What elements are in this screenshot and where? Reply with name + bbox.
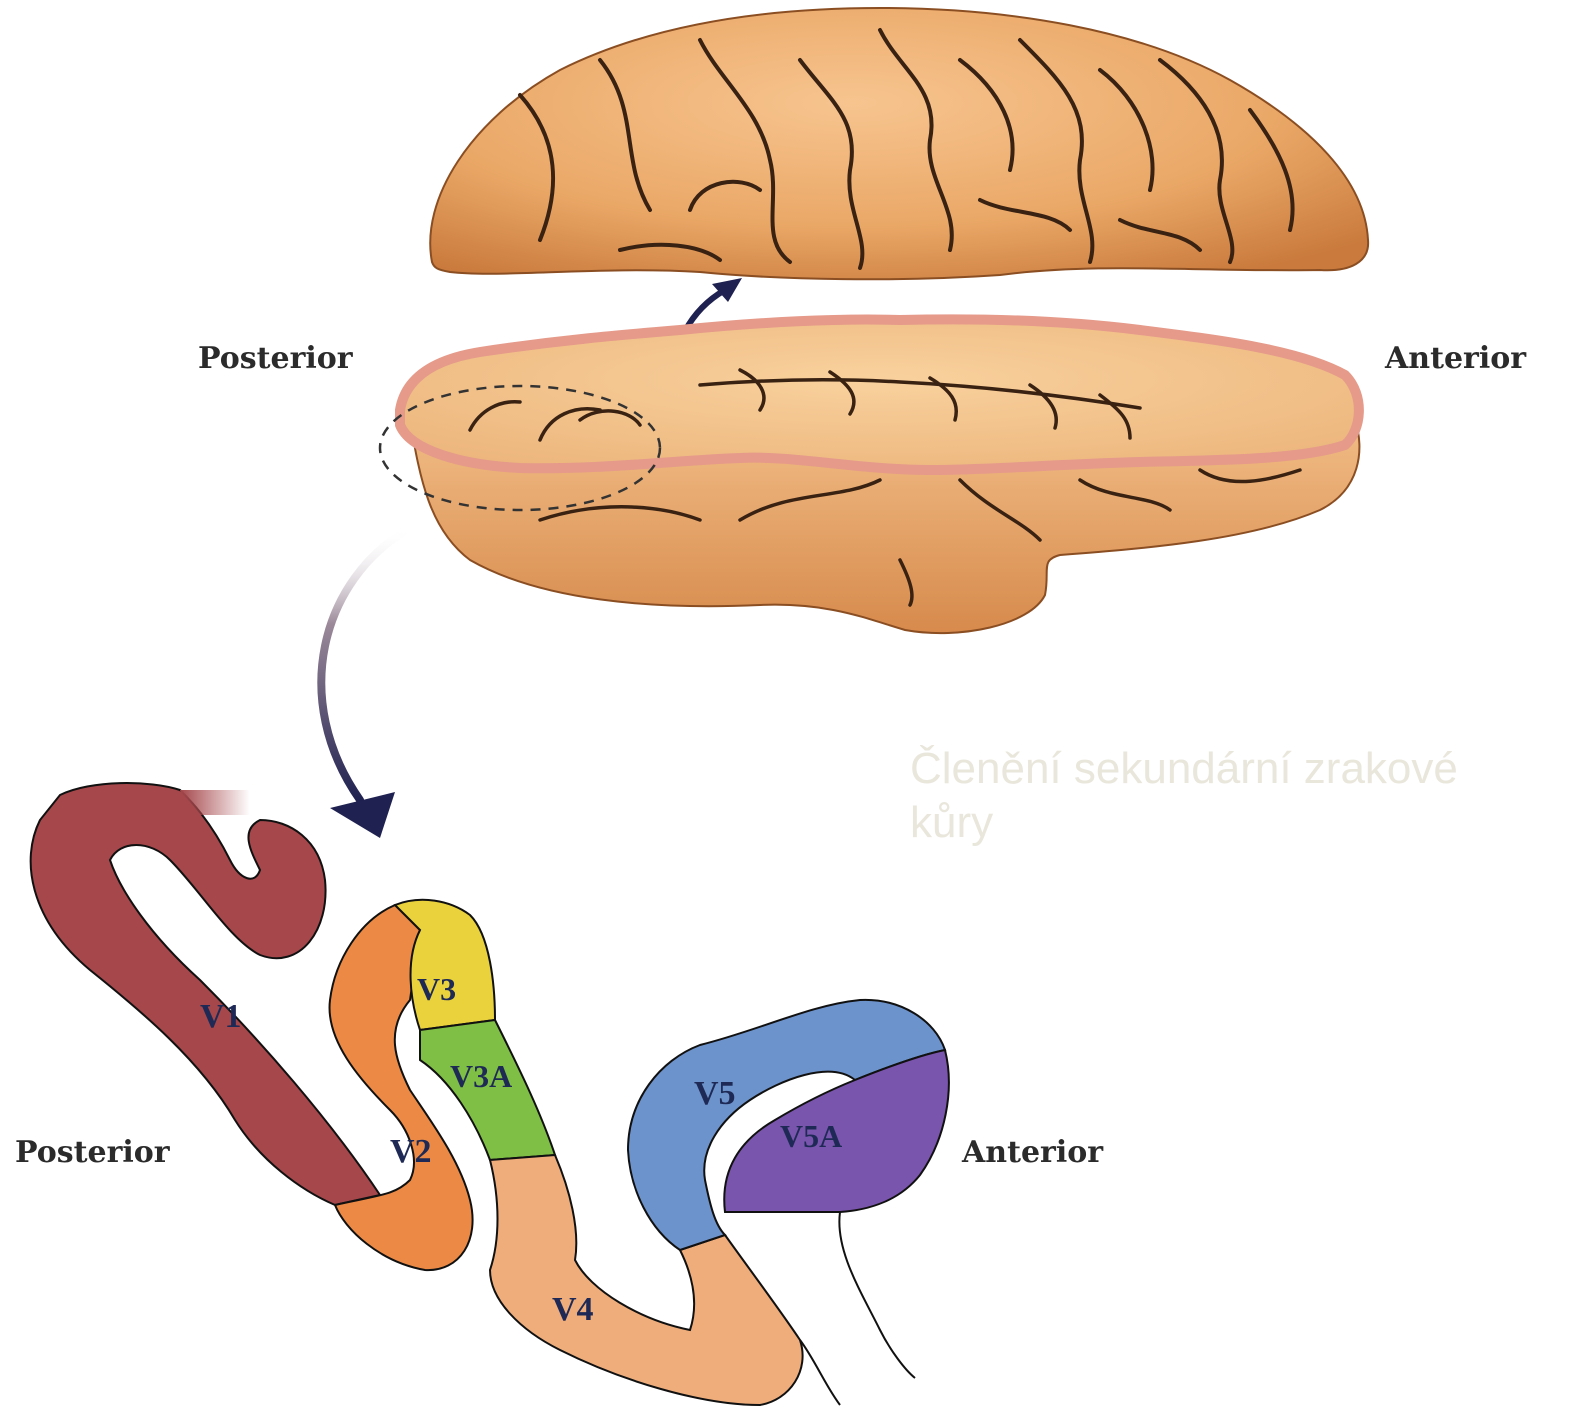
slide-caption: Členění sekundární zrakové kůry bbox=[910, 742, 1530, 850]
expand-arrow bbox=[321, 528, 410, 838]
upper-brain-shape bbox=[430, 8, 1368, 279]
cortex-section bbox=[31, 783, 949, 1405]
label-v3: V3 bbox=[417, 971, 456, 1007]
cortex-outline-continuation-2 bbox=[800, 1340, 840, 1405]
upper-brain-half bbox=[430, 8, 1368, 279]
area-v1-fade bbox=[180, 790, 250, 815]
label-top-posterior: Posterior bbox=[198, 341, 354, 376]
label-v2: V2 bbox=[390, 1133, 432, 1170]
area-v3 bbox=[395, 900, 495, 1030]
cortex-outline-continuation bbox=[839, 1212, 915, 1378]
label-v1: V1 bbox=[200, 998, 242, 1035]
label-v4: V4 bbox=[552, 1291, 594, 1328]
label-top-anterior: Anterior bbox=[1384, 341, 1527, 376]
label-v3a: V3A bbox=[450, 1058, 512, 1094]
label-bottom-anterior: Anterior bbox=[961, 1135, 1104, 1170]
label-bottom-posterior: Posterior bbox=[15, 1135, 171, 1170]
label-v5: V5 bbox=[694, 1075, 736, 1112]
label-v5a: V5A bbox=[780, 1118, 842, 1154]
lower-brain bbox=[380, 319, 1359, 633]
cut-surface bbox=[400, 319, 1359, 470]
